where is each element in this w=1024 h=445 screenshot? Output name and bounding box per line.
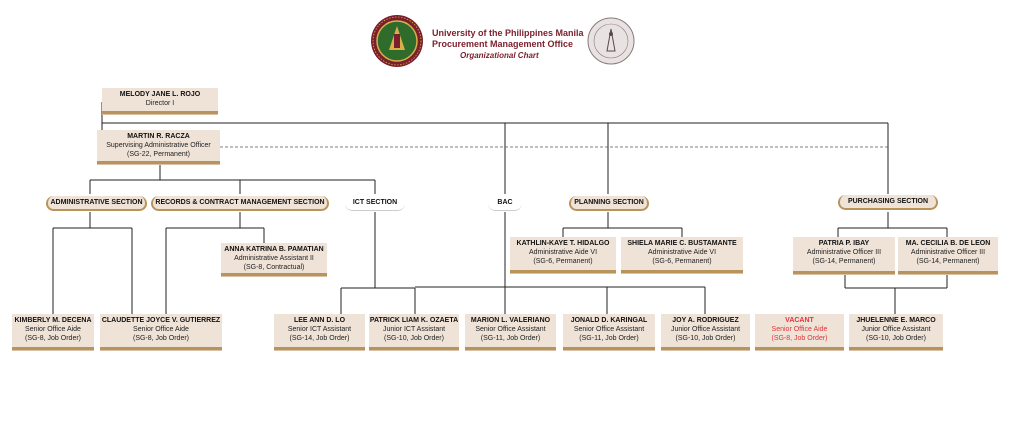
person-grade: (SG-11, Job Order) bbox=[579, 334, 639, 342]
chart-header: University of the Philippines Manila Pro… bbox=[432, 28, 584, 61]
person-name: PATRIA P. IBAY bbox=[818, 240, 870, 247]
person-grade: (SG-14, Permanent) bbox=[812, 257, 876, 265]
person-position: Administrative Aide VI bbox=[528, 248, 598, 256]
staff-box-vacant: VACANT Senior Office Aide (SG-8, Job Ord… bbox=[755, 314, 844, 350]
person-name: JONALD D. KARINGAL bbox=[570, 317, 648, 324]
staff-box-marco: JHUELENNE E. MARCO Junior Office Assista… bbox=[849, 314, 943, 350]
staff-box-pamatian: ANNA KATRINA B. PAMATIAN Administrative … bbox=[221, 243, 327, 276]
section-planning: PLANNING SECTION bbox=[569, 196, 649, 211]
staff-box-valeriano: MARION L. VALERIANO Senior Office Assist… bbox=[465, 314, 556, 350]
person-name: MARION L. VALERIANO bbox=[470, 317, 551, 324]
person-name: SHIELA MARIE C. BUSTAMANTE bbox=[627, 240, 737, 247]
staff-box-ibay: PATRIA P. IBAY Administrative Officer II… bbox=[793, 237, 895, 274]
staff-box-decena: KIMBERLY M. DECENA Senior Office Aide (S… bbox=[12, 314, 94, 350]
person-name: VACANT bbox=[785, 317, 814, 324]
person-position: Senior Office Aide bbox=[133, 325, 189, 333]
person-grade: (SG-14, Job Order) bbox=[289, 334, 350, 342]
staff-box-ozaeta: PATRICK LIAM K. OZAETA Junior ICT Assist… bbox=[369, 314, 459, 350]
office-name: Procurement Management Office bbox=[432, 39, 574, 50]
person-name: ANNA KATRINA B. PAMATIAN bbox=[224, 246, 324, 253]
person-grade: (SG-6, Permanent) bbox=[652, 257, 712, 265]
supervisor-box: MARTIN R. RACZA Supervising Administrati… bbox=[97, 130, 220, 164]
person-name: JOY A. RODRIGUEZ bbox=[672, 317, 739, 324]
person-position: Administrative Officer III bbox=[806, 248, 882, 256]
person-name: MA. CECILIA B. DE LEON bbox=[905, 240, 991, 247]
person-grade: (SG-8, Contractual) bbox=[243, 263, 305, 271]
university-name: University of the Philippines Manila bbox=[432, 28, 584, 38]
person-position: Senior Office Aide bbox=[771, 325, 828, 333]
pmo-seal-logo bbox=[587, 17, 635, 65]
section-records: RECORDS & CONTRACT MANAGEMENT SECTION bbox=[151, 196, 329, 211]
person-grade: (SG-11, Job Order) bbox=[480, 334, 541, 342]
person-grade: (SG-10, Job Order) bbox=[866, 334, 926, 342]
staff-box-karingal: JONALD D. KARINGAL Senior Office Assista… bbox=[563, 314, 655, 350]
person-name: KATHLIN-KAYE T. HIDALGO bbox=[516, 240, 610, 247]
person-grade: (SG-8, Job Order) bbox=[24, 334, 81, 342]
section-bac: BAC bbox=[488, 196, 522, 211]
staff-box-bustamante: SHIELA MARIE C. BUSTAMANTE Administrativ… bbox=[621, 237, 743, 273]
person-position: Director I bbox=[145, 99, 175, 107]
person-position: Administrative Aide VI bbox=[647, 248, 717, 256]
section-administrative: ADMINISTRATIVE SECTION bbox=[46, 196, 147, 211]
person-name: MELODY JANE L. ROJO bbox=[119, 91, 201, 98]
person-grade: (SG-6, Permanent) bbox=[533, 257, 593, 265]
staff-box-lo: LEE ANN D. LO Senior ICT Assistant (SG-1… bbox=[274, 314, 365, 350]
chart-title: Organizational Chart bbox=[460, 50, 539, 60]
person-position: Senior Office Assistant bbox=[475, 325, 546, 333]
person-position: Administrative Officer III bbox=[910, 248, 986, 256]
person-position: Supervising Administrative Officer bbox=[106, 141, 211, 149]
staff-box-deleon: MA. CECILIA B. DE LEON Administrative Of… bbox=[898, 237, 998, 274]
person-name: JHUELENNE E. MARCO bbox=[856, 317, 936, 324]
person-name: MARTIN R. RACZA bbox=[127, 133, 190, 140]
section-purchasing: PURCHASING SECTION bbox=[838, 195, 938, 210]
person-name: PATRICK LIAM K. OZAETA bbox=[369, 317, 459, 324]
person-position: Senior Office Assistant bbox=[573, 325, 645, 333]
staff-box-gutierrez: CLAUDETTE JOYCE V. GUTIERREZ Senior Offi… bbox=[100, 314, 222, 350]
person-position: Administrative Assistant II bbox=[234, 254, 314, 262]
staff-box-rodriguez: JOY A. RODRIGUEZ Junior Office Assistant… bbox=[661, 314, 750, 350]
person-name: KIMBERLY M. DECENA bbox=[14, 317, 92, 324]
up-seal-logo bbox=[371, 15, 423, 67]
director-box: MELODY JANE L. ROJO Director I bbox=[102, 88, 218, 114]
staff-box-hidalgo: KATHLIN-KAYE T. HIDALGO Administrative A… bbox=[510, 237, 616, 273]
person-position: Junior ICT Assistant bbox=[382, 325, 446, 333]
person-grade: (SG-22, Permanent) bbox=[126, 150, 191, 158]
person-grade: (SG-10, Job Order) bbox=[384, 334, 444, 342]
person-grade: (SG-14, Permanent) bbox=[916, 257, 980, 265]
person-position: Junior Office Assistant bbox=[670, 325, 741, 333]
person-name: LEE ANN D. LO bbox=[293, 317, 346, 324]
person-name: CLAUDETTE JOYCE V. GUTIERREZ bbox=[101, 317, 221, 324]
person-grade: (SG-8, Job Order) bbox=[771, 334, 828, 342]
section-ict: ICT SECTION bbox=[345, 196, 405, 211]
person-grade: (SG-8, Job Order) bbox=[132, 334, 189, 342]
person-position: Junior Office Assistant bbox=[861, 325, 931, 333]
person-position: Senior Office Aide bbox=[25, 325, 81, 333]
person-position: Senior ICT Assistant bbox=[287, 325, 352, 333]
person-grade: (SG-10, Job Order) bbox=[675, 334, 736, 342]
